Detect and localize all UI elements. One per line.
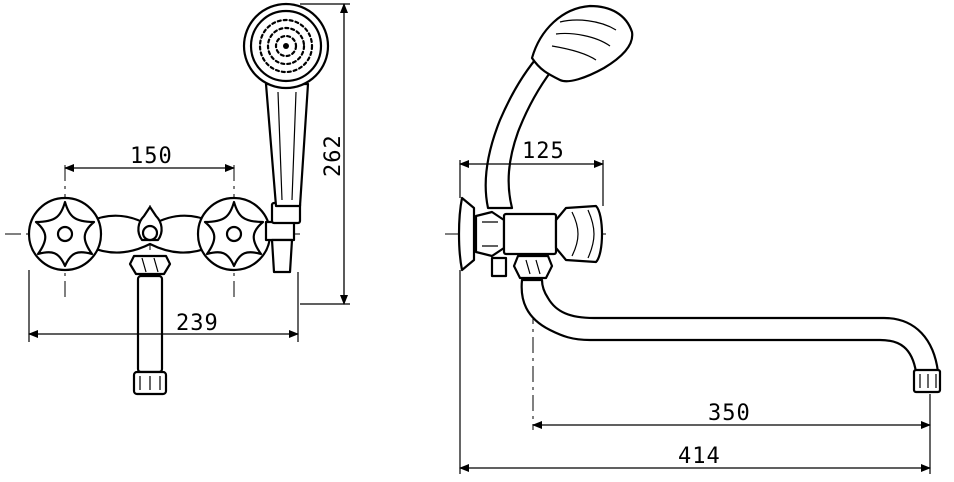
dimension-label-125: 125 (522, 139, 565, 164)
front-view: 150 239 262 (5, 2, 350, 396)
dimension-125: 125 (459, 139, 604, 206)
dimension-label-350: 350 (708, 401, 751, 426)
spout-front (136, 274, 164, 374)
handshower-front (242, 2, 330, 208)
dimension-label-239: 239 (176, 311, 219, 336)
side-view: 125 350 414 (445, 4, 942, 474)
shower-holder (264, 201, 302, 274)
dimension-label-414: 414 (678, 444, 721, 469)
spout-side (520, 278, 940, 374)
dimension-414: 414 (459, 270, 931, 474)
handshower-side (484, 52, 554, 210)
dimension-label-262: 262 (321, 134, 346, 177)
dimension-150: 150 (64, 144, 235, 172)
dimension-239: 239 (28, 270, 299, 342)
mixer-body-side (502, 212, 558, 256)
dimension-label-150: 150 (130, 144, 173, 169)
valve-handle-side (554, 204, 604, 264)
dimension-350: 350 (532, 394, 931, 474)
wall-flange (457, 196, 476, 272)
right-valve-handle (196, 196, 272, 272)
dimension-262: 262 (300, 3, 350, 305)
left-valve-handle (27, 196, 103, 272)
